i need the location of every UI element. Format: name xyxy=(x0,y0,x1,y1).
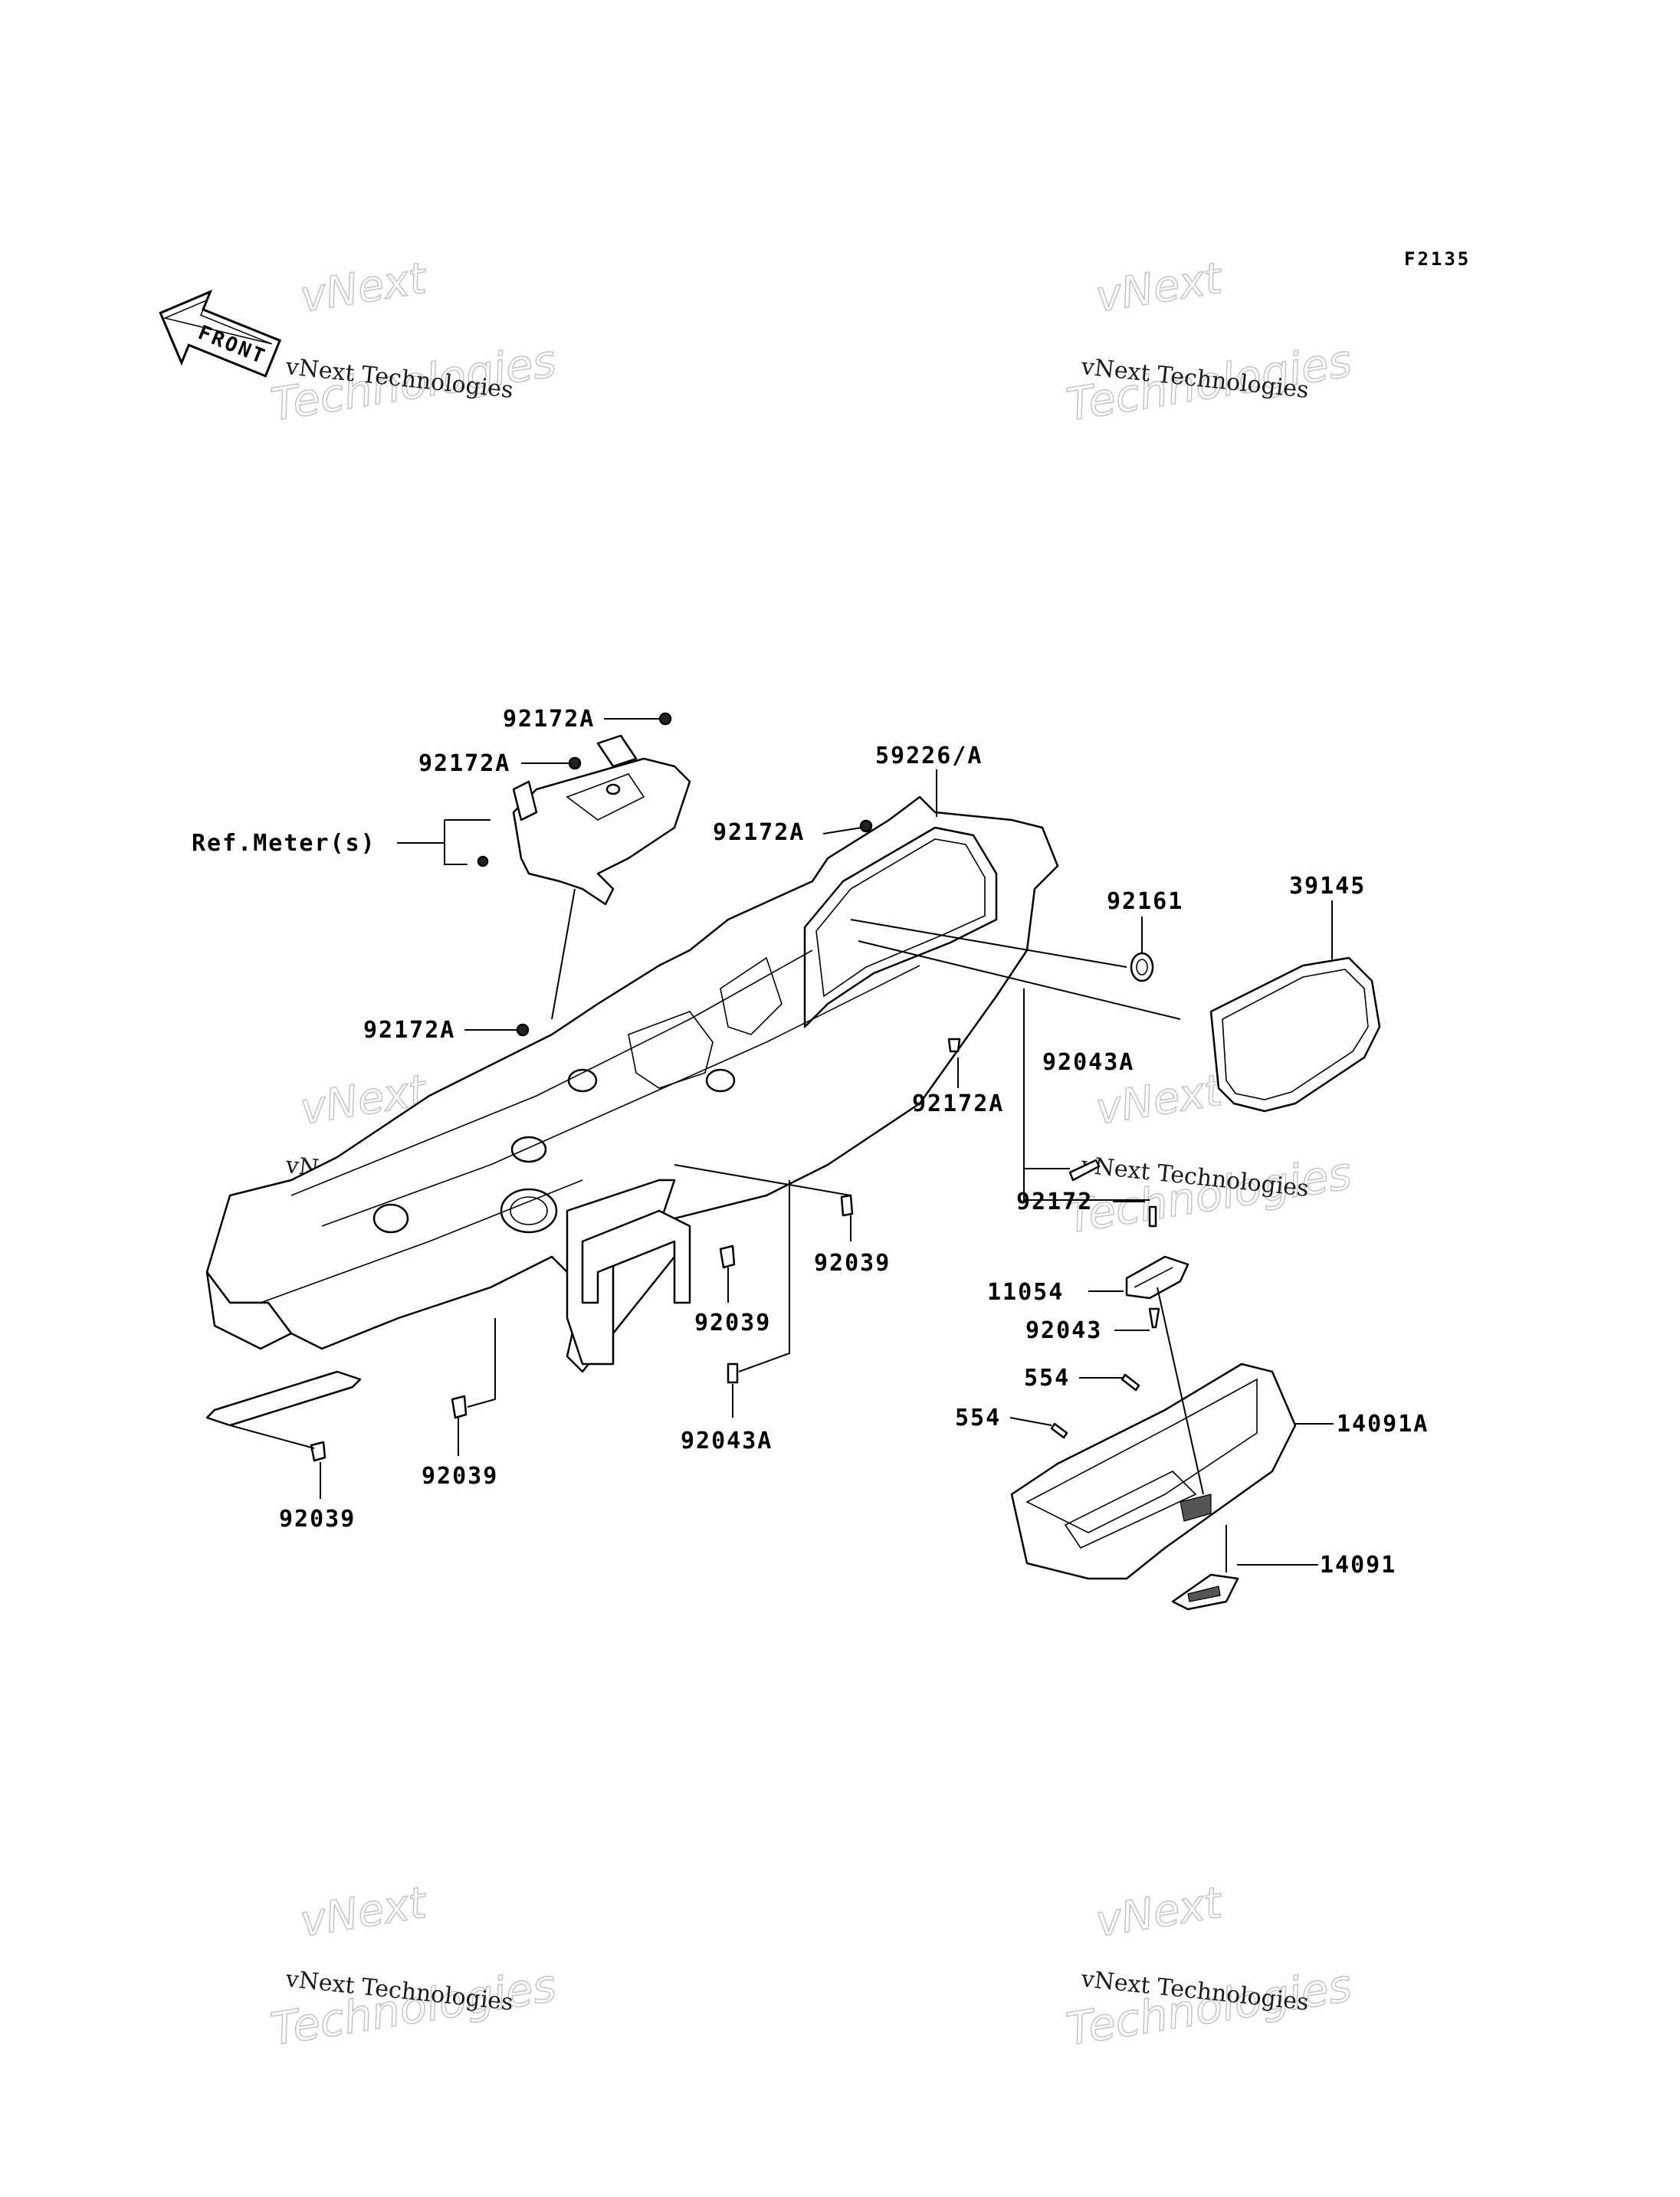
svg-text:vNext: vNext xyxy=(297,1877,431,1946)
label-92172A-right: 92172A xyxy=(912,1090,1004,1117)
leader-lines xyxy=(229,718,1334,1572)
label-92039-c: 92039 xyxy=(422,1463,498,1490)
label-92172A-upper: 92172A xyxy=(418,750,510,777)
fasteners-drawing xyxy=(310,712,1160,1462)
label-92043A-lower: 92043A xyxy=(681,1428,773,1454)
svg-text:vNext: vNext xyxy=(1093,1065,1227,1134)
meter-bracket-drawing xyxy=(512,734,691,1020)
label-92043A-upper: 92043A xyxy=(1042,1049,1134,1076)
label-39145: 39145 xyxy=(1289,873,1366,900)
grommet-drawing xyxy=(1130,952,1154,982)
svg-text:vNext: vNext xyxy=(297,253,431,322)
svg-text:vNext: vNext xyxy=(1093,253,1227,322)
figure-code: F2135 xyxy=(1404,248,1471,270)
label-92172A-left: 92172A xyxy=(363,1017,455,1044)
label-554-a: 554 xyxy=(1024,1365,1070,1392)
watermark-bottom-left: vNext Technologies xyxy=(267,1877,560,2057)
latch-drawing xyxy=(1171,1573,1239,1611)
dashboard-panel-drawing xyxy=(205,795,1059,1427)
label-92161: 92161 xyxy=(1107,888,1183,915)
label-59226A: 59226/A xyxy=(875,743,983,769)
label-92039-b: 92039 xyxy=(694,1310,771,1336)
label-92039-a: 92039 xyxy=(814,1250,891,1277)
pocket-drawing xyxy=(1010,1362,1297,1580)
front-arrow-icon: FRONT xyxy=(159,289,282,378)
watermark-top-left: vNext Technologies xyxy=(267,253,560,432)
label-554-b: 554 xyxy=(955,1405,1001,1431)
label-ref-meter: Ref.Meter(s) xyxy=(192,830,376,857)
label-92172A-mid: 92172A xyxy=(713,819,805,846)
bracket-drawing xyxy=(1125,1255,1189,1300)
watermark-bottom-right: vNext Technologies xyxy=(1062,1877,1356,2057)
label-92172A-top: 92172A xyxy=(503,706,595,733)
trim-ring-drawing xyxy=(1209,956,1381,1113)
label-14091: 14091 xyxy=(1320,1552,1396,1579)
label-92043: 92043 xyxy=(1025,1317,1102,1344)
part-labels: 92172A 92172A Ref.Meter(s) 59226/A 92172… xyxy=(192,706,1429,1579)
label-92172: 92172 xyxy=(1016,1189,1093,1215)
label-14091A: 14091A xyxy=(1337,1411,1429,1438)
svg-text:vNext: vNext xyxy=(1093,1877,1227,1946)
label-92039-d: 92039 xyxy=(279,1506,356,1533)
label-11054: 11054 xyxy=(987,1279,1064,1306)
watermark-top-right: vNext Technologies xyxy=(1062,253,1356,432)
